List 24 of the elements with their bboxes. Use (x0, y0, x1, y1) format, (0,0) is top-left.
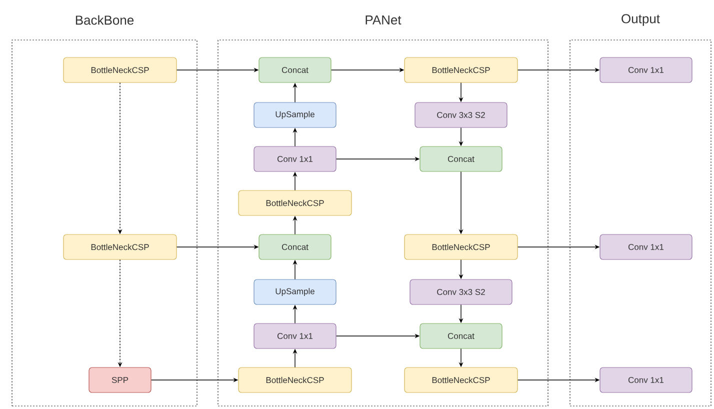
group-heading: PANet (366, 15, 402, 25)
process-box: BottleNeckCSP (238, 190, 352, 216)
process-box: Conv 3x3 S2 (410, 279, 512, 305)
process-box: Conv 1x1 (254, 146, 336, 172)
process-box: SPP (88, 367, 152, 393)
process-box: UpSample (254, 102, 336, 128)
process-box: UpSample (254, 279, 336, 305)
process-box: Concat (420, 323, 502, 349)
process-box: Conv 1x1 (600, 234, 692, 260)
process-box: Conv 1x1 (600, 57, 692, 83)
process-box: Concat (258, 234, 332, 260)
process-box: BottleNeckCSP (63, 234, 177, 260)
process-box: Concat (420, 146, 502, 172)
group-heading: BackBone (76, 15, 134, 25)
group-heading: Output (622, 14, 660, 26)
process-box: Conv 3x3 S2 (414, 102, 508, 128)
process-box: BottleNeckCSP (404, 57, 518, 83)
process-box: Conv 1x1 (600, 367, 692, 393)
process-box: Conv 1x1 (254, 323, 336, 349)
process-box: BottleNeckCSP (238, 367, 352, 393)
process-box: Concat (258, 57, 332, 83)
process-box: BottleNeckCSP (404, 234, 518, 260)
process-box: BottleNeckCSP (404, 367, 518, 393)
process-box: BottleNeckCSP (63, 57, 177, 83)
